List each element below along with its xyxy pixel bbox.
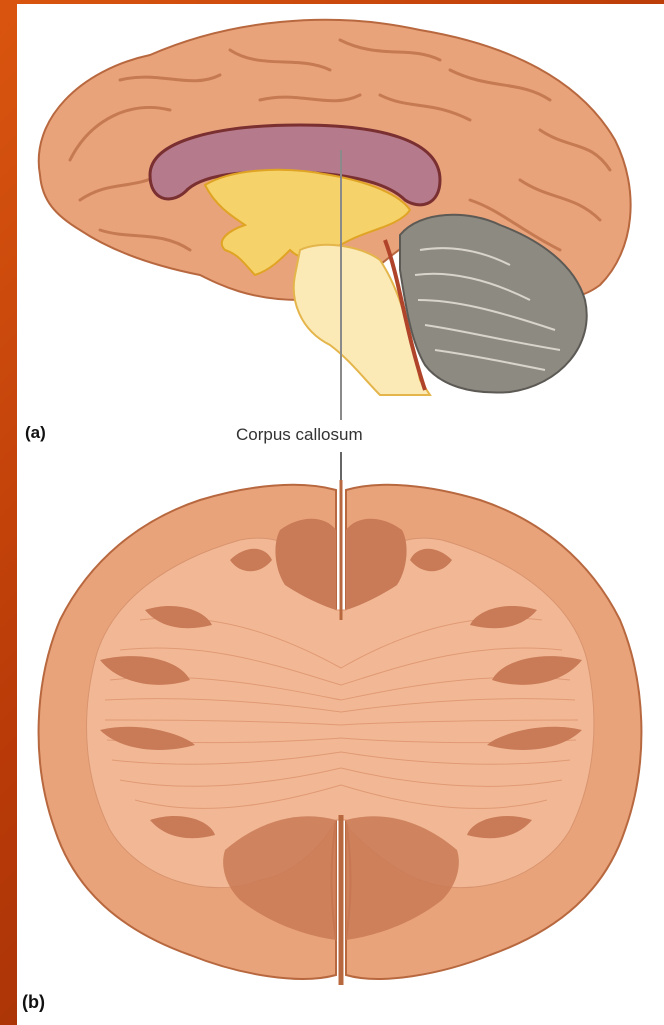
sagittal-brain (39, 20, 631, 395)
panel-a-label: (a) (25, 423, 46, 443)
corpus-callosum-label: Corpus callosum (236, 425, 363, 445)
panel-b-label: (b) (22, 992, 45, 1013)
coronal-brain (39, 480, 642, 985)
